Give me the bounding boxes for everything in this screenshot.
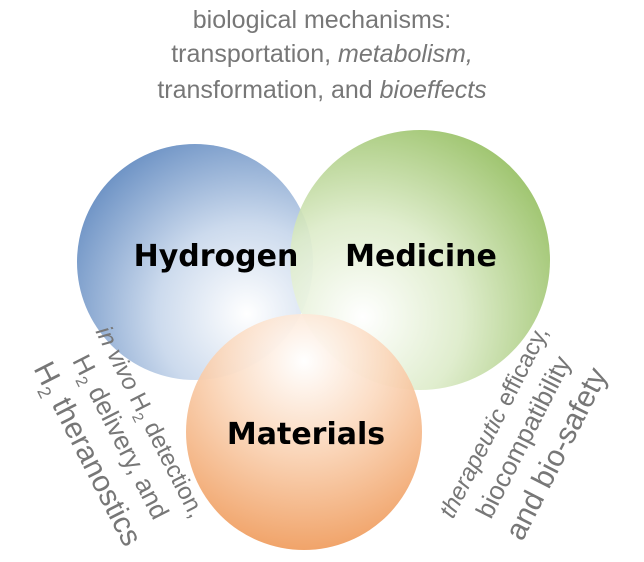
top-caption-line2: transportation, metabolism, <box>171 40 473 68</box>
materials-label: Materials <box>227 417 385 452</box>
top-caption: biological mechanisms: transportation, m… <box>157 6 486 104</box>
hydrogen-circle <box>77 144 313 380</box>
hydrogen-label: Hydrogen <box>134 239 299 274</box>
medicine-label: Medicine <box>345 239 497 274</box>
medicine-circle <box>290 130 550 390</box>
top-caption-line1: biological mechanisms: <box>193 6 451 34</box>
top-caption-line3: transformation, and bioeffects <box>157 76 486 104</box>
materials-circle <box>186 314 422 550</box>
